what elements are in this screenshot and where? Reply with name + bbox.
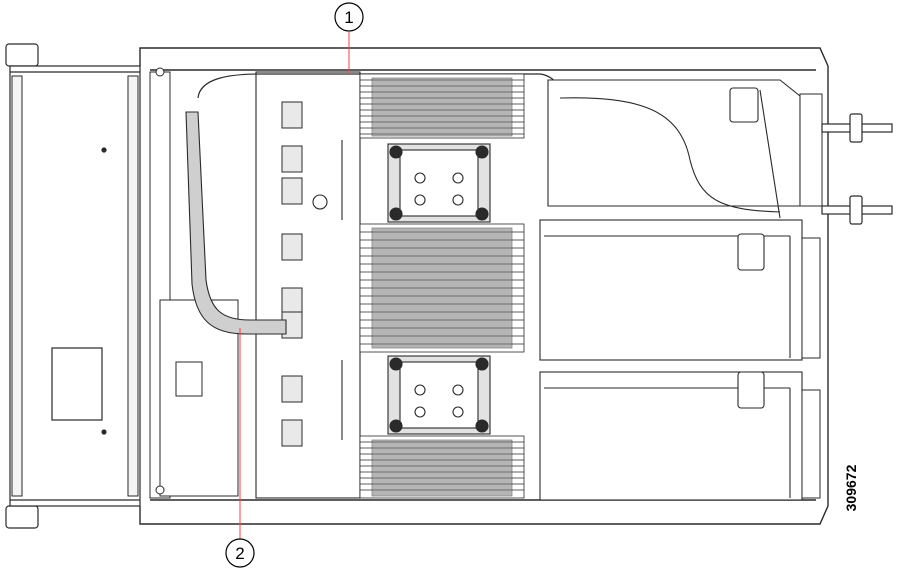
- rack-ear-bottom: [5, 505, 39, 529]
- rack-ear-top: [5, 43, 39, 67]
- cpu-heatsink-1: [387, 143, 491, 223]
- pcie-riser-2: [539, 219, 803, 361]
- dimm-bank-bottom: [359, 435, 525, 499]
- psu-handle-bottom: [821, 195, 893, 225]
- motherboard: [255, 71, 361, 499]
- drive-bay-panel: [9, 65, 141, 507]
- rear-slot-brackets: [799, 93, 823, 499]
- pcie-riser-3: [539, 371, 803, 501]
- dimm-bank-middle: [359, 223, 525, 353]
- pcie-riser-1: [547, 79, 801, 219]
- drive-bay-ribs: [11, 75, 139, 497]
- callout-1: 1: [334, 2, 364, 32]
- backplane-connectors: [281, 101, 303, 447]
- callout-1-number: 1: [344, 8, 353, 27]
- screw: [155, 67, 165, 77]
- sas-cable: [185, 111, 287, 335]
- callout-2: 2: [225, 538, 255, 568]
- screw: [155, 485, 165, 495]
- front-label-area: [51, 347, 103, 421]
- figure-id-label: 309672: [843, 464, 859, 511]
- callout-2-number: 2: [235, 544, 244, 563]
- front-bezel: [5, 43, 141, 529]
- dimm-bank-top: [359, 73, 525, 139]
- cpu-heatsink-2: [387, 355, 491, 435]
- psu-handle-top: [821, 113, 893, 143]
- fan-cage: [149, 67, 239, 499]
